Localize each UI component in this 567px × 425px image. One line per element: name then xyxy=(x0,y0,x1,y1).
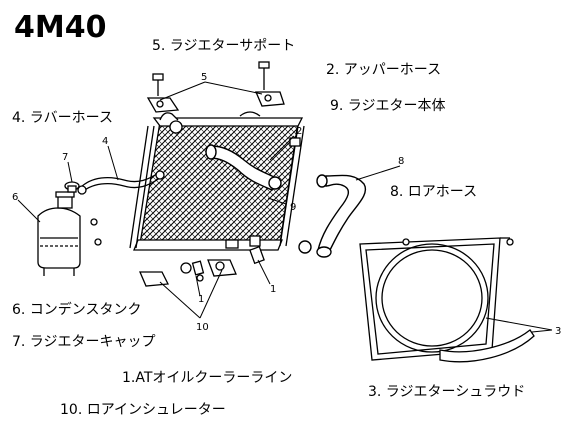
radiator-cap xyxy=(64,181,80,193)
callout-9: 9 xyxy=(290,202,296,213)
label-radiator-shroud: 3. ラジエターシュラウド xyxy=(368,384,526,400)
callout-6: 6 xyxy=(12,192,18,203)
engine-model-title: 4M40 xyxy=(14,10,107,45)
label-upper-hose: 2. アッパーホース xyxy=(326,62,442,78)
label-at-oil-cooler-line: 1.ATオイルクーラーライン xyxy=(122,370,293,386)
insulators-and-lines xyxy=(139,245,265,287)
label-rubber-hose: 4. ラバーホース xyxy=(12,110,113,126)
callout-3: 3 xyxy=(555,326,561,337)
upper-hose xyxy=(205,144,282,191)
callout-7: 7 xyxy=(62,152,68,163)
label-radiator-cap: 7. ラジエターキャップ xyxy=(12,334,156,350)
rubber-hose xyxy=(77,170,165,195)
radiator-support-brackets xyxy=(146,61,285,113)
radiator-core xyxy=(129,111,305,251)
callout-1b: 1 xyxy=(270,284,276,295)
callout-2: 2 xyxy=(296,126,302,137)
radiator-shroud xyxy=(359,237,535,363)
label-condense-tank: 6. コンデンスタンク xyxy=(12,302,142,318)
label-radiator-support: 5. ラジエターサポート xyxy=(152,38,296,54)
callout-4: 4 xyxy=(102,136,108,147)
condense-tank xyxy=(37,191,102,276)
leader-lines xyxy=(17,81,553,333)
callout-10: 10 xyxy=(196,322,209,333)
callout-numbers: 5 2 4 7 6 9 8 1 1 10 3 xyxy=(12,72,561,337)
label-lower-hose: 8. ロアホース xyxy=(390,184,478,200)
lower-hose xyxy=(298,174,367,258)
label-radiator-body: 9. ラジエター本体 xyxy=(330,98,446,114)
callout-1a: 1 xyxy=(198,294,204,305)
callout-5: 5 xyxy=(201,72,207,83)
label-lower-insulator: 10. ロアインシュレーター xyxy=(60,402,226,418)
callout-8: 8 xyxy=(398,156,404,167)
